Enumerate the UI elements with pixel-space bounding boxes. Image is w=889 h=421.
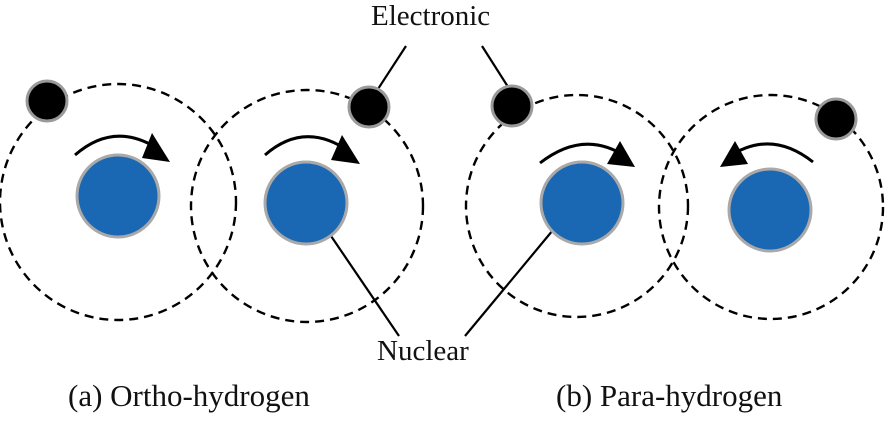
label-electronic: Electronic (371, 0, 491, 32)
caption-para-hydrogen: (b) Para-hydrogen (556, 378, 783, 413)
orbit-ortho-right (189, 88, 425, 324)
arrowhead-icon (607, 141, 635, 167)
nucleus-para-left (539, 160, 625, 246)
electron-para-left (490, 84, 534, 128)
leader-nuclear-left (330, 235, 400, 337)
orbit-ortho-left (0, 82, 238, 322)
orbit-para-left (464, 93, 690, 319)
caption-ortho-hydrogen: (a) Ortho-hydrogen (68, 378, 310, 413)
leader-electronic-right (481, 45, 511, 91)
leader-nuclear-right (464, 229, 554, 337)
electron-ortho-left (25, 79, 69, 123)
leader-electronic-left (377, 45, 407, 90)
nucleus-ortho-right (263, 160, 349, 246)
arrowhead-icon (142, 133, 170, 162)
nucleus-ortho-left (75, 153, 161, 239)
arrowhead-icon (720, 141, 748, 167)
orbit-para-right (657, 93, 885, 321)
electron-para-right (814, 97, 858, 141)
label-nuclear: Nuclear (377, 335, 469, 367)
nucleus-para-right (727, 167, 813, 253)
electron-ortho-right (347, 85, 391, 129)
arrowhead-icon (331, 135, 360, 164)
